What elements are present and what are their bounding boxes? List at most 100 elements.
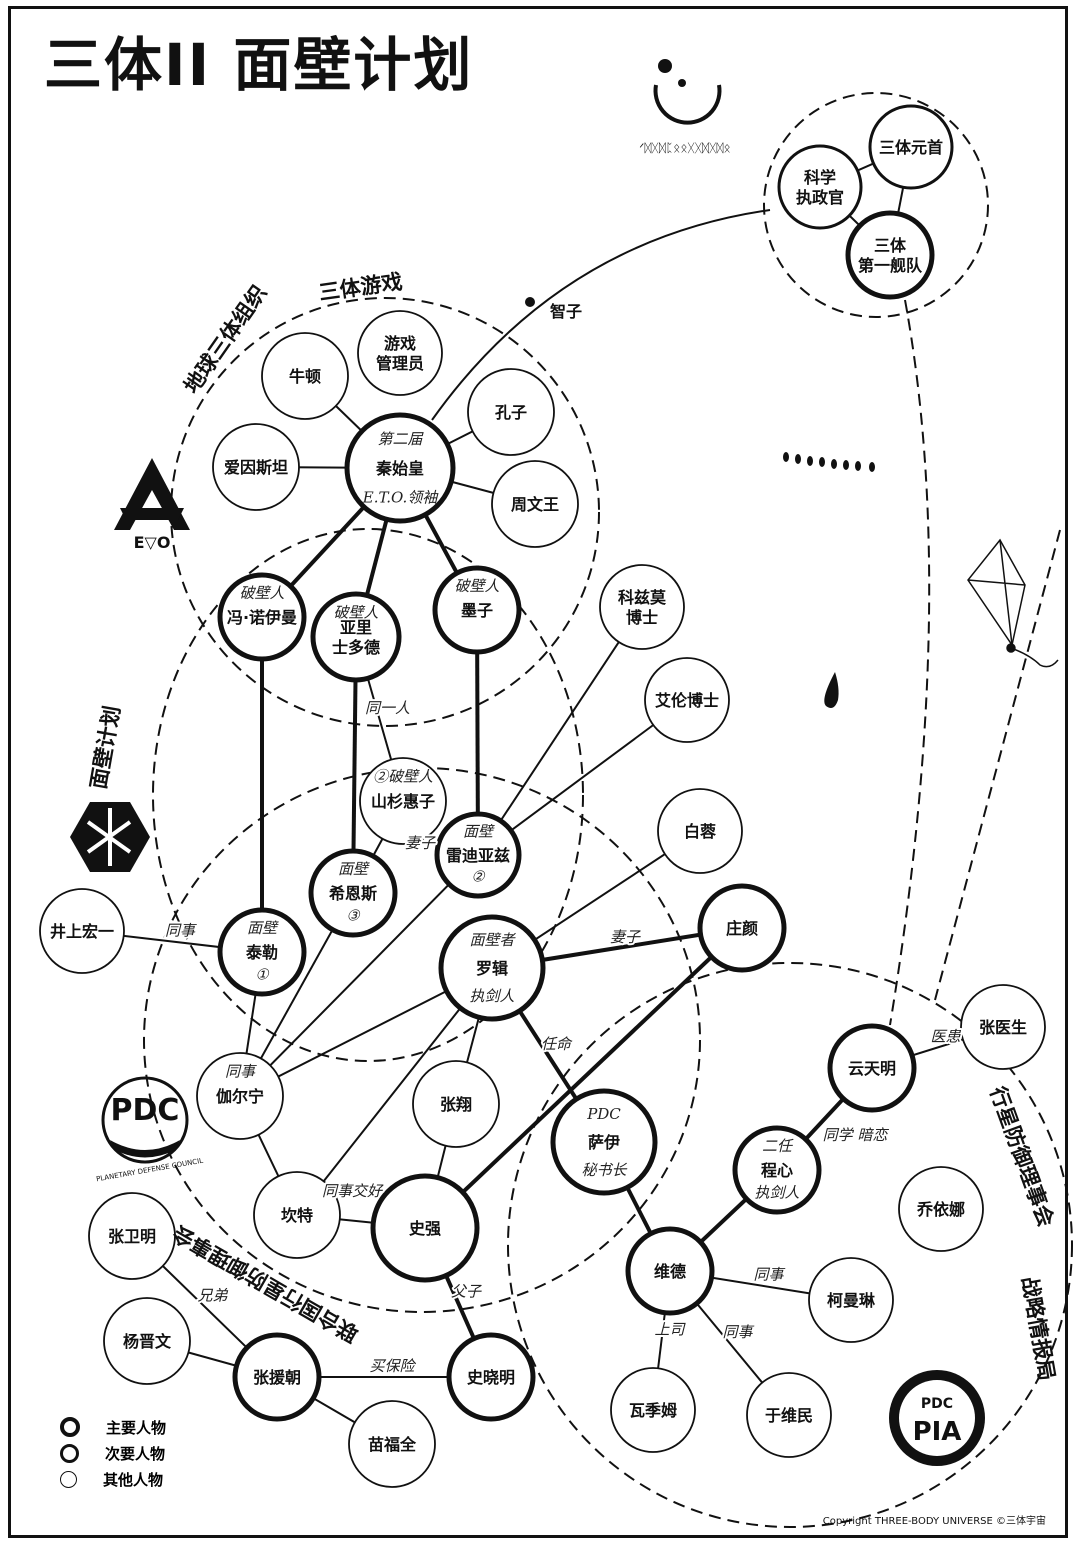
node-note-top: 同事 bbox=[225, 1063, 257, 1081]
node-note-top: 破壁人 bbox=[333, 604, 378, 622]
character-node-yu[interactable]: 于维民 bbox=[746, 1372, 832, 1458]
node-note-top: 面壁 bbox=[338, 860, 370, 878]
legend-item-major: 主要人物 bbox=[60, 1414, 166, 1440]
node-name: 张卫明 bbox=[108, 1227, 156, 1246]
node-circle bbox=[348, 1400, 436, 1488]
node-name: 三体元首 bbox=[879, 138, 943, 157]
node-name: 张援朝 bbox=[253, 1368, 301, 1387]
trisolaris-symbol-icon bbox=[653, 59, 722, 125]
edge-rey-kozmo bbox=[477, 606, 643, 856]
node-name: 科兹莫 bbox=[618, 588, 667, 607]
character-node-zhangx[interactable]: 张翔 bbox=[412, 1060, 500, 1148]
character-node-inoue[interactable]: 井上宏一 bbox=[39, 888, 125, 974]
node-name: 于维民 bbox=[765, 1406, 813, 1425]
character-node-miao[interactable]: 苗福全 bbox=[348, 1400, 436, 1488]
character-node-zhuang[interactable]: 庄颜 bbox=[697, 883, 787, 973]
character-node-ke[interactable]: 柯曼琳 bbox=[808, 1257, 894, 1343]
node-name: 执政官 bbox=[796, 188, 844, 207]
node-circle bbox=[550, 1088, 658, 1196]
node-circle bbox=[88, 1192, 176, 1280]
edge-label: 同事 bbox=[753, 1266, 785, 1284]
eto-logo-icon: E▽O bbox=[114, 458, 190, 552]
node-circle bbox=[808, 1257, 894, 1343]
node-name: 柯曼琳 bbox=[827, 1291, 876, 1310]
legend: 主要人物 次要人物 其他人物 bbox=[60, 1414, 166, 1492]
svg-text:E▽O: E▽O bbox=[134, 533, 171, 552]
node-note-bottom: ② bbox=[471, 868, 486, 886]
character-node-drzhang[interactable]: 张医生 bbox=[960, 984, 1046, 1070]
character-node-yang[interactable]: 杨晋文 bbox=[103, 1297, 191, 1385]
character-node-kong[interactable]: 孔子 bbox=[467, 368, 555, 456]
character-node-zyc[interactable]: 张援朝 bbox=[232, 1332, 322, 1422]
node-name: 瓦季姆 bbox=[629, 1401, 677, 1420]
node-circle bbox=[217, 907, 307, 997]
node-note-bottom: 执剑人 bbox=[754, 1183, 799, 1201]
node-circle bbox=[491, 460, 579, 548]
character-node-kent[interactable]: 坎特 bbox=[253, 1171, 341, 1259]
character-node-sxm[interactable]: 史晓明 bbox=[446, 1332, 536, 1422]
node-note-top: PDC bbox=[586, 1105, 621, 1123]
node-name: 墨子 bbox=[461, 601, 493, 620]
page-title: 三体II 面壁计划 bbox=[44, 31, 474, 99]
node-circle bbox=[432, 565, 522, 655]
node-name: 亚里 bbox=[340, 618, 372, 637]
minor-circle-icon bbox=[60, 1443, 79, 1463]
node-circle bbox=[434, 811, 522, 899]
node-name: 云天明 bbox=[848, 1059, 896, 1078]
node-name: 井上宏一 bbox=[50, 922, 114, 941]
character-node-bai[interactable]: 白蓉 bbox=[657, 788, 743, 874]
node-circle bbox=[467, 368, 555, 456]
node-name: 游戏 bbox=[384, 334, 416, 353]
node-circle bbox=[438, 914, 546, 1022]
edge-label: 父子 bbox=[451, 1283, 482, 1301]
node-circle bbox=[732, 1125, 822, 1215]
character-node-newton[interactable]: 牛顿 bbox=[261, 332, 349, 420]
character-node-yun[interactable]: 云天明 bbox=[827, 1023, 917, 1113]
node-name: 维德 bbox=[654, 1262, 686, 1281]
legend-label: 主要人物 bbox=[106, 1418, 167, 1437]
edge-label: 同学 暗恋 bbox=[823, 1126, 890, 1144]
wallfacer-label: 面壁计划 bbox=[86, 704, 124, 791]
character-node-wade[interactable]: 维德 bbox=[625, 1226, 715, 1316]
character-node-vadim[interactable]: 瓦季姆 bbox=[610, 1367, 696, 1453]
character-node-ein[interactable]: 爱因斯坦 bbox=[212, 423, 300, 511]
svg-text:PDC: PDC bbox=[111, 1093, 180, 1128]
node-name: 希恩斯 bbox=[329, 884, 377, 903]
node-circle bbox=[232, 1332, 322, 1422]
eto-label: 地球三体组织 bbox=[179, 281, 271, 398]
character-node-allen[interactable]: 艾伦博士 bbox=[644, 657, 730, 743]
node-name: 管理员 bbox=[376, 354, 424, 373]
trisolaris-group-boundary bbox=[763, 92, 989, 318]
node-note-top: 面壁 bbox=[463, 823, 495, 841]
character-node-qiao[interactable]: 乔依娜 bbox=[898, 1166, 984, 1252]
node-circle bbox=[253, 1171, 341, 1259]
node-name: 乔依娜 bbox=[916, 1200, 965, 1219]
node-note-bottom: 秘书长 bbox=[581, 1161, 627, 1179]
edge-label: 同一人 bbox=[365, 699, 410, 717]
edge-label: 上司 bbox=[654, 1321, 686, 1339]
character-node-zhou[interactable]: 周文王 bbox=[491, 460, 579, 548]
character-node-shi[interactable]: 史强 bbox=[370, 1173, 480, 1283]
pia-logo-icon: PDC PIA bbox=[889, 1370, 985, 1466]
character-node-zwm[interactable]: 张卫明 bbox=[88, 1192, 176, 1280]
wallfacer-hexagon-logo-icon bbox=[70, 802, 150, 872]
character-node-leader[interactable]: 三体元首 bbox=[868, 104, 954, 190]
edge-label: 妻子 bbox=[405, 834, 436, 852]
